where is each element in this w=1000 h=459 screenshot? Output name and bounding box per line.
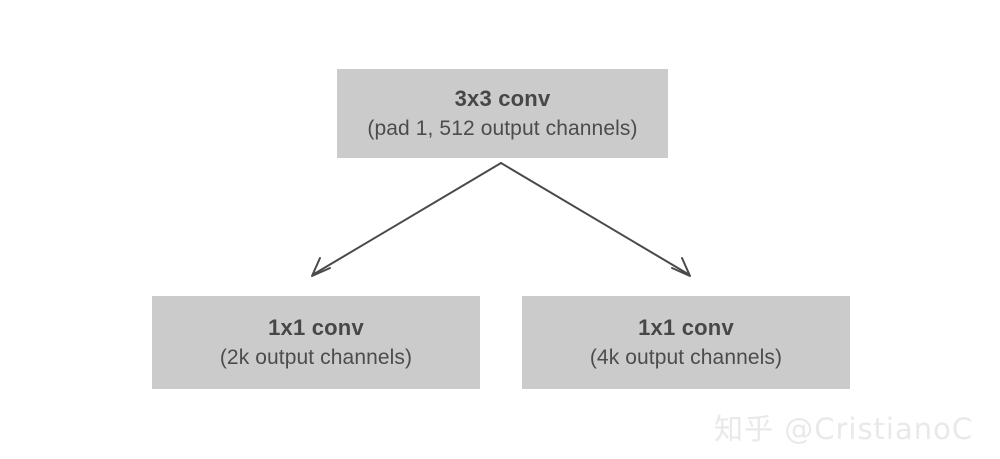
node-conv1x1-reg-subtitle: (4k output channels) (589, 345, 783, 369)
node-conv1x1-reg: 1x1 conv (4k output channels) (522, 296, 850, 389)
arrowhead-right-icon (671, 257, 691, 277)
node-conv1x1-cls: 1x1 conv (2k output channels) (152, 296, 480, 389)
watermark: 知乎 @CristianoC (714, 412, 974, 446)
node-conv3x3-title: 3x3 conv (454, 85, 551, 111)
node-conv3x3: 3x3 conv (pad 1, 512 output channels) (337, 69, 668, 158)
edge-left (311, 162, 502, 277)
edge-right (500, 162, 691, 277)
node-conv3x3-subtitle: (pad 1, 512 output channels) (367, 116, 638, 140)
node-conv1x1-cls-title: 1x1 conv (268, 314, 364, 340)
node-conv1x1-cls-subtitle: (2k output channels) (219, 345, 413, 369)
node-conv1x1-reg-title: 1x1 conv (638, 314, 734, 340)
arrowhead-left-icon (311, 257, 331, 277)
